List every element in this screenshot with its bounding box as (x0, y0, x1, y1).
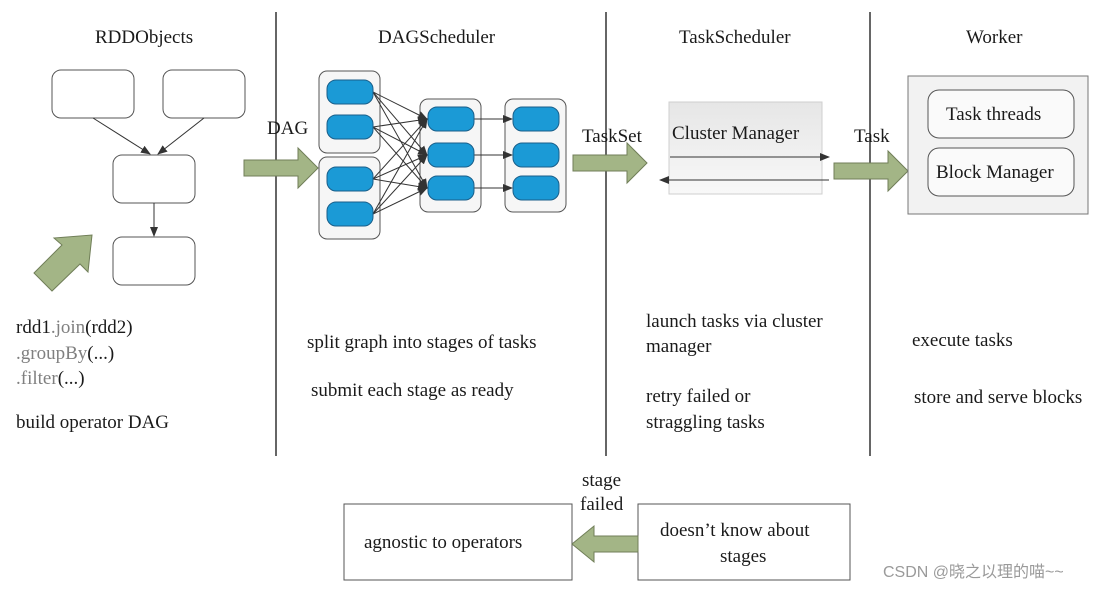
task-sched-desc-1a: launch tasks via cluster (646, 311, 823, 332)
rdd-box-middle (112, 154, 196, 204)
dag-edge (372, 118, 428, 180)
rdd-edge (92, 117, 151, 155)
agnostic-label: agnostic to operators (364, 532, 523, 553)
code-part: (...) (57, 368, 85, 389)
cluster-manager-box (668, 101, 823, 195)
title-dag-scheduler: DAGScheduler (378, 27, 496, 48)
rdd-edge (157, 117, 205, 155)
dag-edge (372, 118, 428, 215)
doesnt-know-line-2: stages (720, 546, 767, 567)
dag-desc-2: submit each stage as ready (311, 380, 514, 401)
dag-edge (372, 116, 428, 128)
task-node (512, 106, 560, 132)
title-rdd-objects: RDDObjects (95, 27, 194, 48)
code-part: .groupBy (16, 343, 88, 364)
rdd-code-line-2: .groupBy(...) (16, 341, 114, 366)
rdd-code-line-1: rdd1.join(rdd2) (16, 315, 133, 340)
doesnt-know-line-1: doesn’t know about (660, 520, 810, 541)
stage-failed-line-1: stage (582, 470, 622, 491)
worker-desc-2: store and serve blocks (914, 387, 1083, 408)
task-threads-box (927, 89, 1075, 139)
code-part: .filter (16, 368, 58, 389)
dag-edge (372, 126, 428, 156)
rdd-box-top-left (51, 69, 135, 119)
code-part: (rdd2) (85, 317, 133, 338)
task-node (326, 166, 374, 192)
dag-label: DAG (267, 118, 309, 139)
dag-edge (372, 126, 428, 189)
stage-failed-arrow (571, 524, 639, 564)
dag-edge (372, 178, 428, 191)
task-node (427, 142, 475, 168)
taskset-label: TaskSet (582, 126, 642, 147)
stage-failed-line-2: failed (580, 494, 624, 515)
cluster-manager-label: Cluster Manager (672, 123, 800, 144)
dag-edge (372, 187, 428, 215)
block-manager-box (927, 147, 1075, 197)
task-node (326, 79, 374, 105)
rdd-box-bottom (112, 236, 196, 286)
task-node (427, 106, 475, 132)
rdd-code-line-3: .filter(...) (16, 366, 85, 391)
code-part: .join (50, 317, 86, 338)
title-worker: Worker (966, 27, 1023, 48)
task-node (427, 175, 475, 201)
title-task-scheduler: TaskScheduler (679, 27, 791, 48)
task-sched-desc-1b: manager (646, 336, 712, 357)
watermark: CSDN @晓之以理的喵~~ (883, 564, 1064, 581)
task-threads-label: Task threads (946, 104, 1042, 125)
rdd-description: build operator DAG (16, 412, 170, 433)
code-part: rdd1 (16, 317, 51, 338)
task-node (326, 114, 374, 140)
doesnt-know-box (637, 503, 851, 581)
dag-edge (372, 154, 428, 215)
diagonal-green-arrow (33, 234, 93, 292)
rdd-box-top-right (162, 69, 246, 119)
task-node (512, 175, 560, 201)
stage-graph (318, 70, 567, 240)
task-sched-desc-2b: straggling tasks (646, 412, 765, 433)
dag-edge (372, 91, 428, 189)
block-manager-label: Block Manager (936, 162, 1054, 183)
dag-desc-1: split graph into stages of tasks (307, 332, 537, 353)
agnostic-box (343, 503, 573, 581)
taskset-input-arrow (572, 141, 648, 185)
task-input-arrow (833, 149, 909, 193)
task-node (326, 201, 374, 227)
task-label: Task (854, 126, 890, 147)
worker-desc-1: execute tasks (912, 330, 1013, 351)
task-node (512, 142, 560, 168)
rdd-graph (33, 69, 246, 292)
task-sched-desc-2a: retry failed or (646, 386, 751, 407)
code-part: (...) (87, 343, 115, 364)
dag-edge (372, 91, 428, 120)
dag-input-arrow (243, 146, 319, 190)
